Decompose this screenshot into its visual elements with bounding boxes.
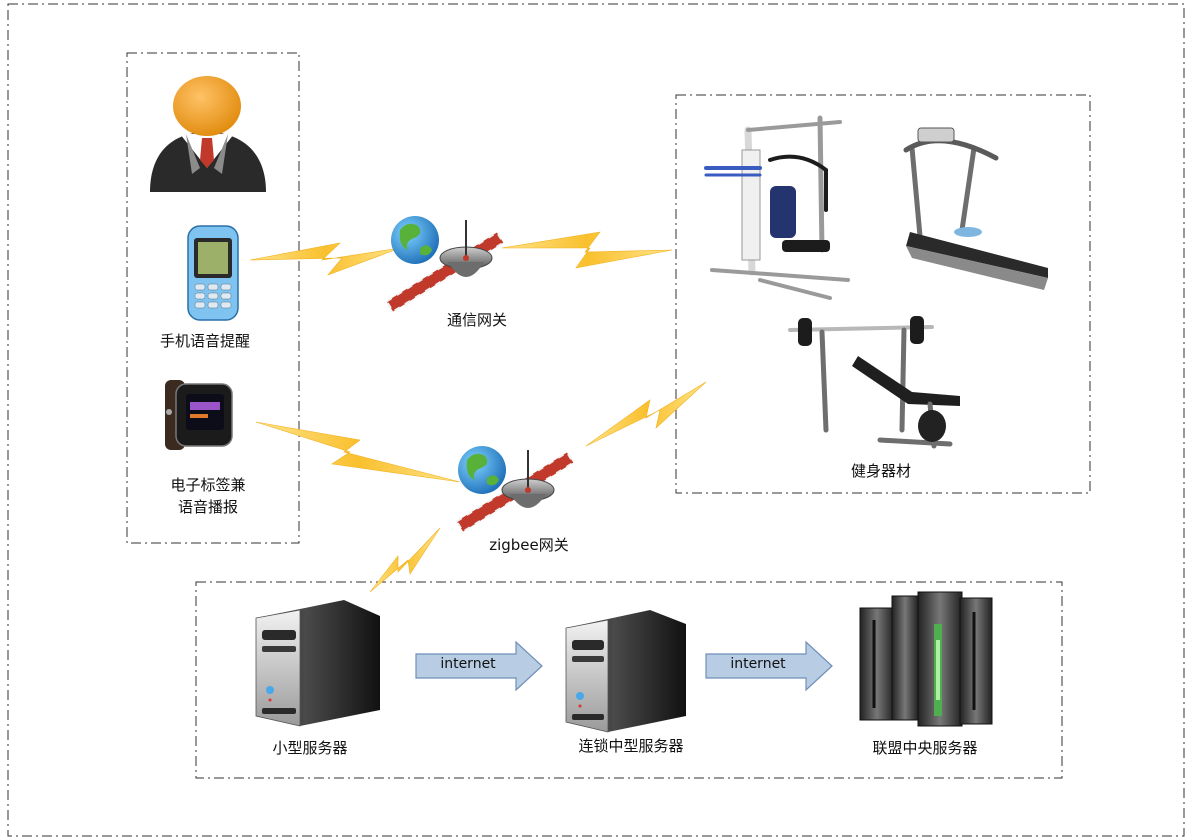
wireless-signal-icon bbox=[255, 421, 461, 483]
internet-arrow-2 bbox=[705, 640, 833, 692]
wireless-signal-icon bbox=[501, 231, 673, 269]
satellite-dish-icon bbox=[455, 446, 575, 533]
internet-arrow-1-label: internet bbox=[440, 656, 496, 672]
mobile-phone-icon bbox=[187, 225, 239, 321]
phone-label: 手机语音提醒 bbox=[159, 332, 251, 350]
small-server-label: 小型服务器 bbox=[272, 739, 348, 757]
mainframe-icon bbox=[859, 591, 993, 727]
wireless-signal-icon bbox=[249, 242, 401, 276]
chain-server-label: 连锁中型服务器 bbox=[578, 737, 684, 755]
weight-bench-icon bbox=[788, 316, 960, 449]
wireless-signal-icon bbox=[369, 527, 441, 593]
central-server-label: 联盟中央服务器 bbox=[872, 739, 978, 757]
terminal-group-box bbox=[126, 52, 300, 544]
user-avatar-icon bbox=[150, 76, 266, 192]
server-tower-icon bbox=[565, 610, 686, 733]
outer-border bbox=[7, 3, 1185, 837]
wireless-signal-icon bbox=[585, 381, 707, 447]
internet-arrow-1 bbox=[415, 640, 543, 692]
server-tower-icon bbox=[255, 600, 380, 727]
satellite-dish-icon bbox=[385, 216, 505, 313]
smartwatch-icon bbox=[165, 380, 233, 450]
home-gym-icon bbox=[704, 115, 850, 300]
comm-gateway-label: 通信网关 bbox=[446, 311, 508, 329]
fitness-group-box bbox=[675, 94, 1091, 494]
treadmill-icon bbox=[903, 127, 1048, 290]
server-group-box bbox=[195, 581, 1063, 779]
zigbee-gateway-label: zigbee网关 bbox=[489, 536, 569, 554]
internet-arrow-2-label: internet bbox=[730, 656, 786, 672]
tag-label: 电子标签兼 语音播报 bbox=[170, 476, 246, 516]
fitness-label: 健身器材 bbox=[850, 462, 912, 480]
